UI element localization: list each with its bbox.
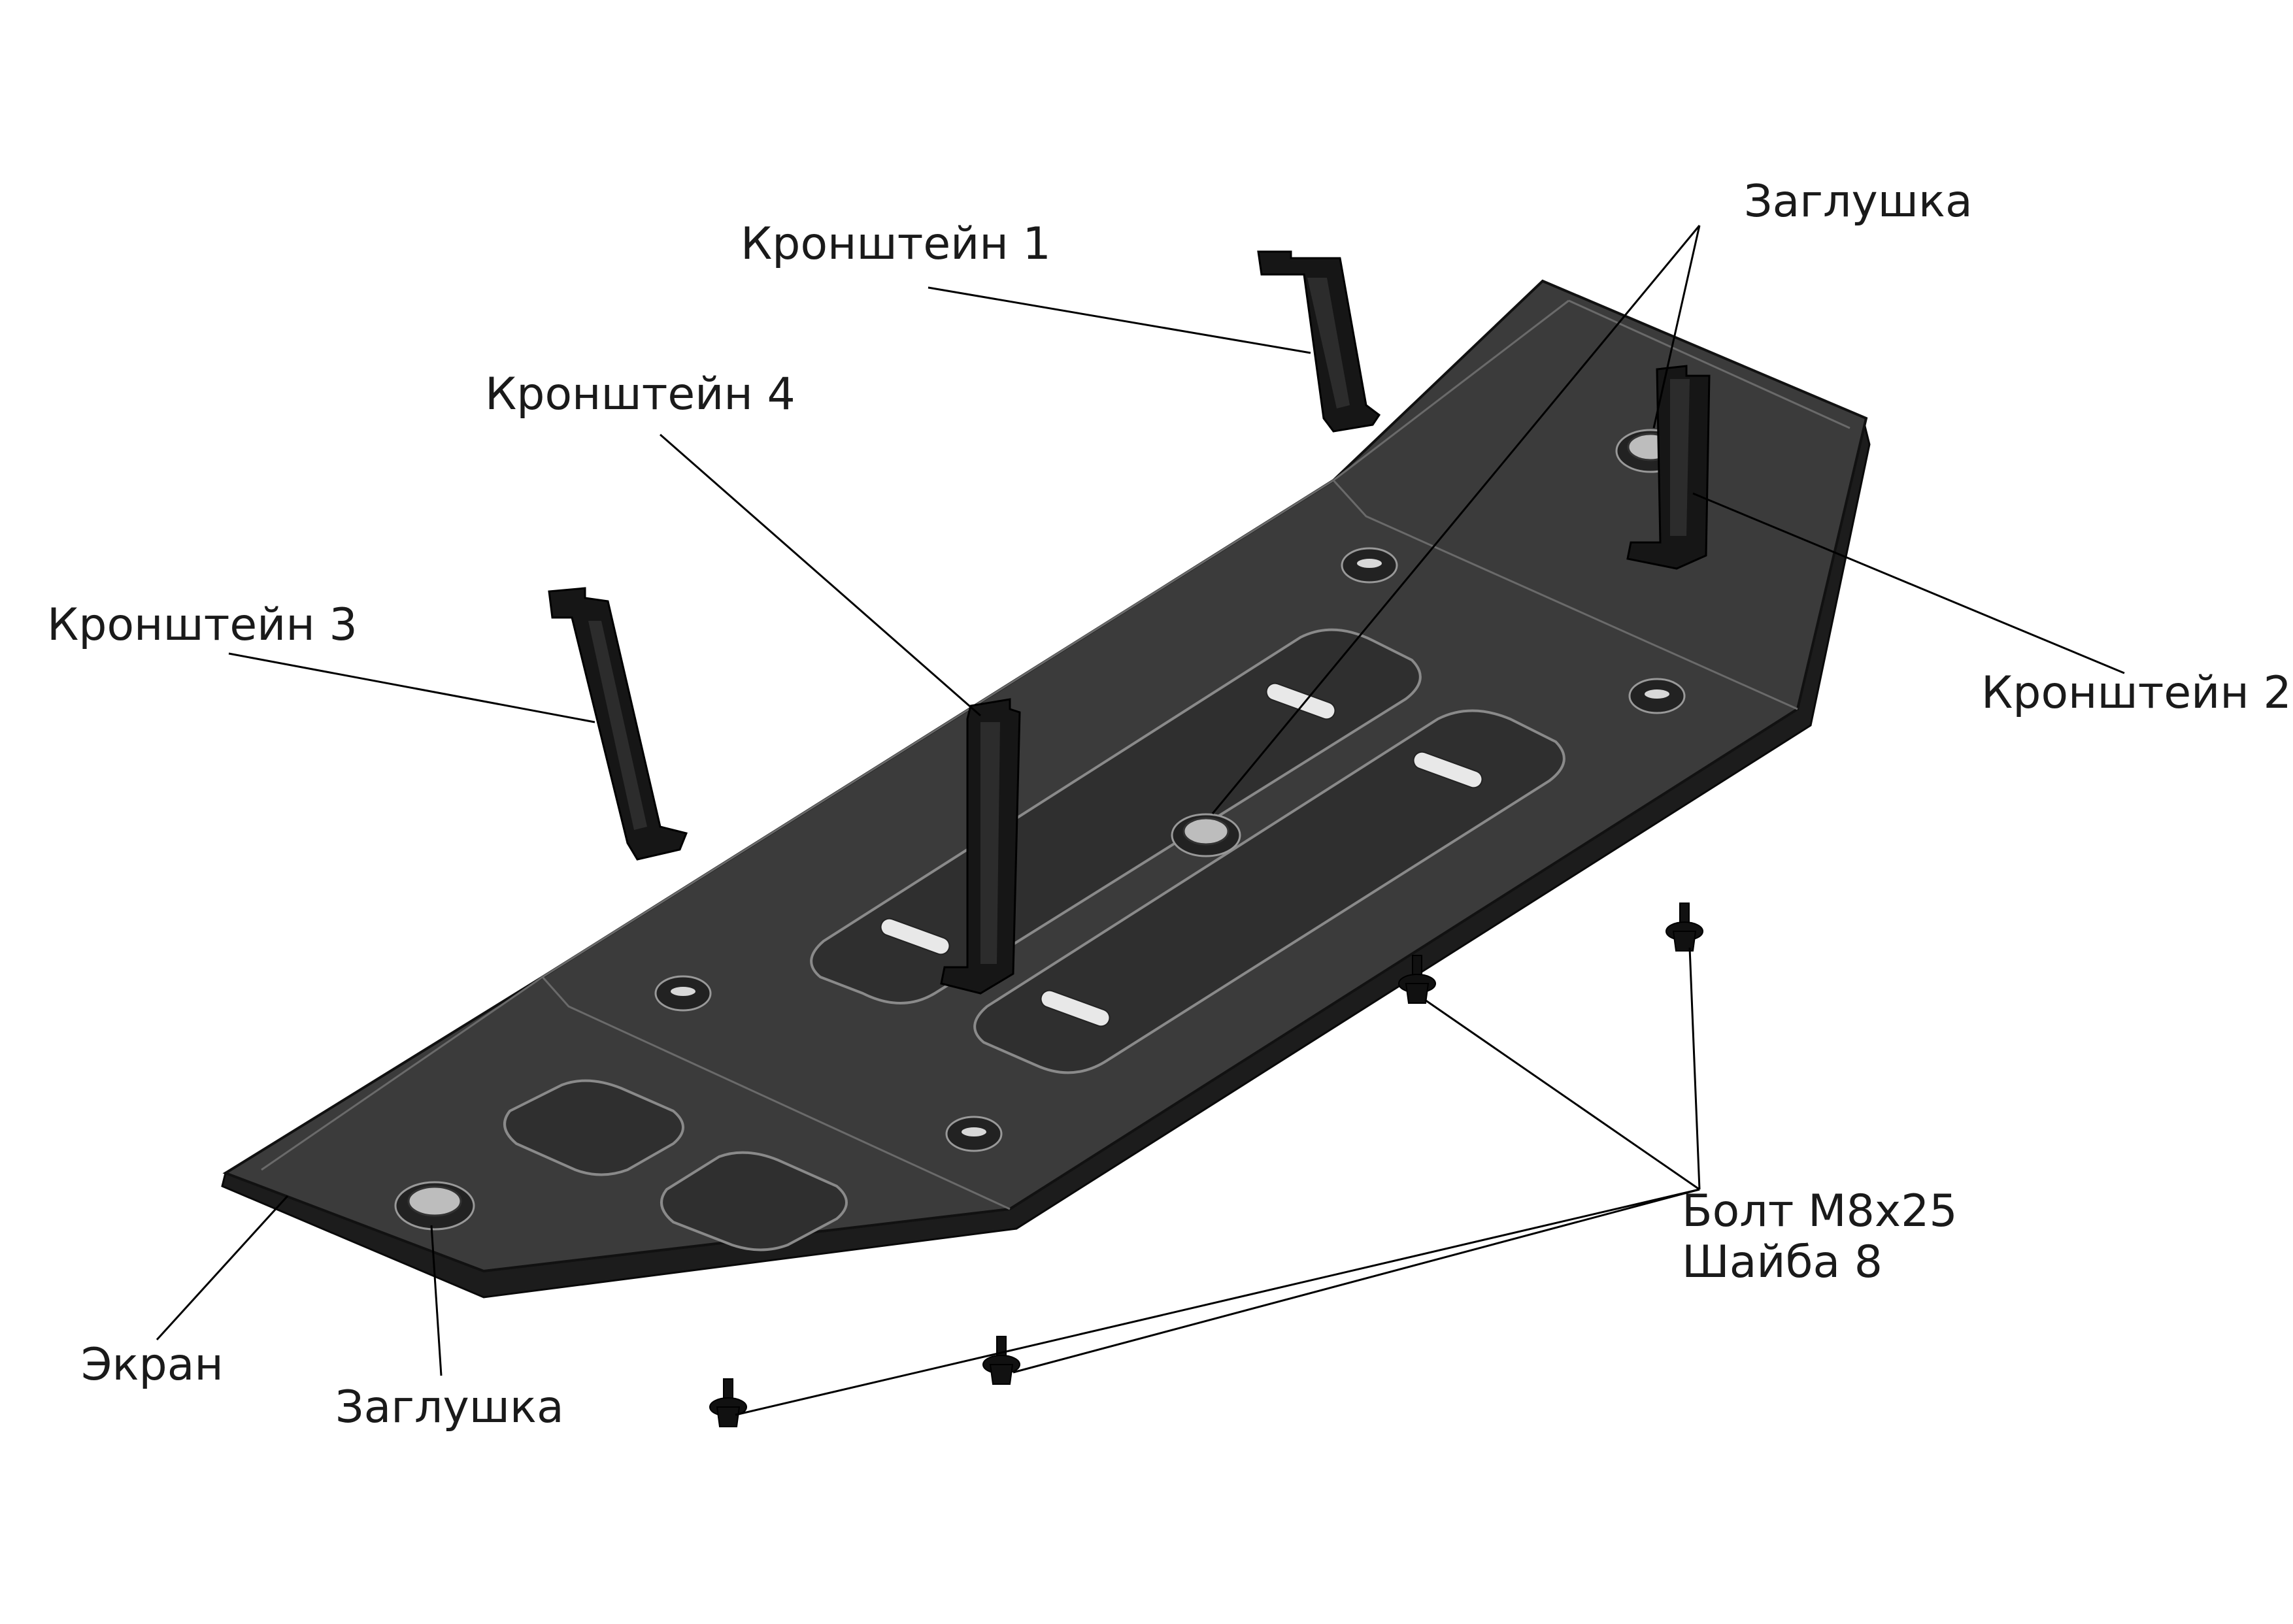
leader-bolt-1 [1688, 947, 1701, 1190]
label-bolt: Болт М8х25 [1682, 1185, 1958, 1237]
bolt [709, 1378, 747, 1427]
bracket-2 [1626, 365, 1711, 570]
leader-bracket-4 [660, 433, 981, 717]
bracket-1 [1257, 250, 1381, 433]
plug [1171, 813, 1241, 857]
screen-plate [222, 279, 1868, 1273]
captive-nut [945, 1116, 1003, 1152]
bend-line [1568, 299, 1850, 429]
leader-plug-top-2 [1211, 225, 1701, 814]
bracket-4 [940, 698, 1021, 995]
leader-screen [156, 1195, 289, 1341]
leader-plug-bottom [430, 1225, 443, 1376]
captive-nut [1628, 678, 1686, 714]
leader-bolt-3 [1013, 1188, 1700, 1374]
bolt [1398, 955, 1436, 1004]
label-plug-top: Заглушка [1744, 176, 1973, 227]
slot [880, 918, 950, 955]
bend-line [261, 299, 1569, 1171]
captive-nut [1341, 547, 1398, 584]
plug [394, 1181, 475, 1231]
label-washer: Шайба 8 [1682, 1236, 1883, 1288]
label-bracket-1: Кронштейн 1 [741, 218, 1051, 270]
bend-line [541, 976, 1011, 1210]
label-bracket-2: Кронштейн 2 [1981, 667, 2292, 719]
leader-bracket-1 [928, 286, 1311, 354]
label-plug-bottom: Заглушка [335, 1382, 564, 1433]
bolt [982, 1336, 1020, 1385]
bracket-3 [548, 587, 688, 861]
slot [1413, 751, 1483, 789]
label-screen: Экран [81, 1339, 224, 1391]
emboss-window-small-1 [503, 1079, 684, 1176]
emboss-window-upper [810, 628, 1422, 1004]
label-bracket-4: Кронштейн 4 [485, 369, 795, 420]
bolt [1665, 903, 1703, 952]
emboss-window-lower [973, 709, 1565, 1074]
leader-bracket-2 [1692, 492, 2125, 674]
emboss-window-small-2 [660, 1151, 848, 1251]
leader-bolt-4 [735, 1188, 1700, 1416]
bend-line [1332, 479, 1798, 710]
leader-bracket-3 [228, 652, 595, 723]
captive-nut [654, 975, 712, 1012]
slot [1040, 989, 1111, 1027]
label-bracket-3: Кронштейн 3 [47, 599, 358, 651]
leader-bolt-2 [1424, 999, 1700, 1191]
leader-plug-top-1 [1652, 225, 1701, 429]
